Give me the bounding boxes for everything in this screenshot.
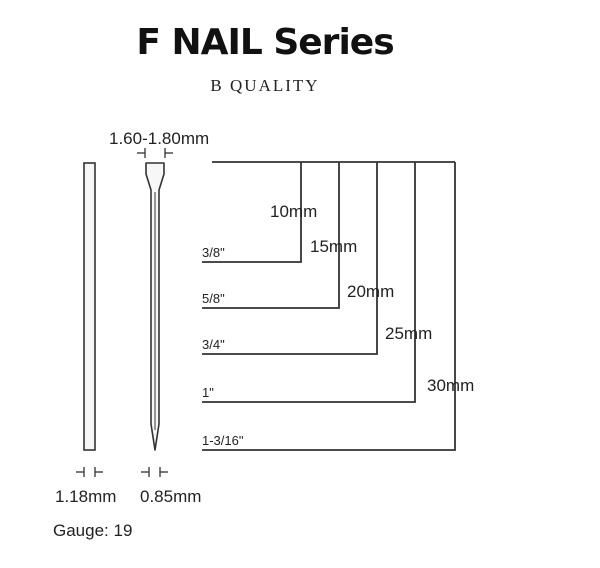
crown-thickness-marker <box>76 467 103 477</box>
length-mm-label: 25mm <box>385 324 432 343</box>
quality-subtitle: B QUALITY <box>210 76 320 95</box>
length-mm-label: 30mm <box>427 376 474 395</box>
length-inch-label: 3/4" <box>202 337 225 352</box>
head-width-label: 1.60-1.80mm <box>109 129 209 148</box>
head-width-marker <box>137 148 173 158</box>
length-bracket-1 <box>202 162 302 263</box>
length-bracket-5 <box>202 162 456 451</box>
shank-thickness-label: 0.85mm <box>140 487 201 506</box>
crown-thickness-label: 1.18mm <box>55 487 116 506</box>
length-bracket-3 <box>202 162 378 355</box>
length-bracket-4 <box>202 162 416 403</box>
length-brackets: 10mm 3/8" 15mm 5/8" 20mm 3/4" 25mm 1" 30mm 1-3/16… <box>202 161 474 451</box>
length-inch-label: 3/8" <box>202 245 225 260</box>
length-inch-label: 5/8" <box>202 291 225 306</box>
length-inch-label: 1-3/16" <box>202 433 244 448</box>
nail-side-profile <box>83 162 96 451</box>
gauge-label: Gauge: 19 <box>53 521 132 540</box>
length-inch-label: 1" <box>202 385 214 400</box>
shank-thickness-marker <box>141 467 168 477</box>
length-mm-label: 15mm <box>310 237 357 256</box>
length-mm-label: 10mm <box>270 202 317 221</box>
page-title: F NAIL Series <box>136 22 394 63</box>
length-bracket-2 <box>202 162 340 309</box>
length-mm-label: 20mm <box>347 282 394 301</box>
